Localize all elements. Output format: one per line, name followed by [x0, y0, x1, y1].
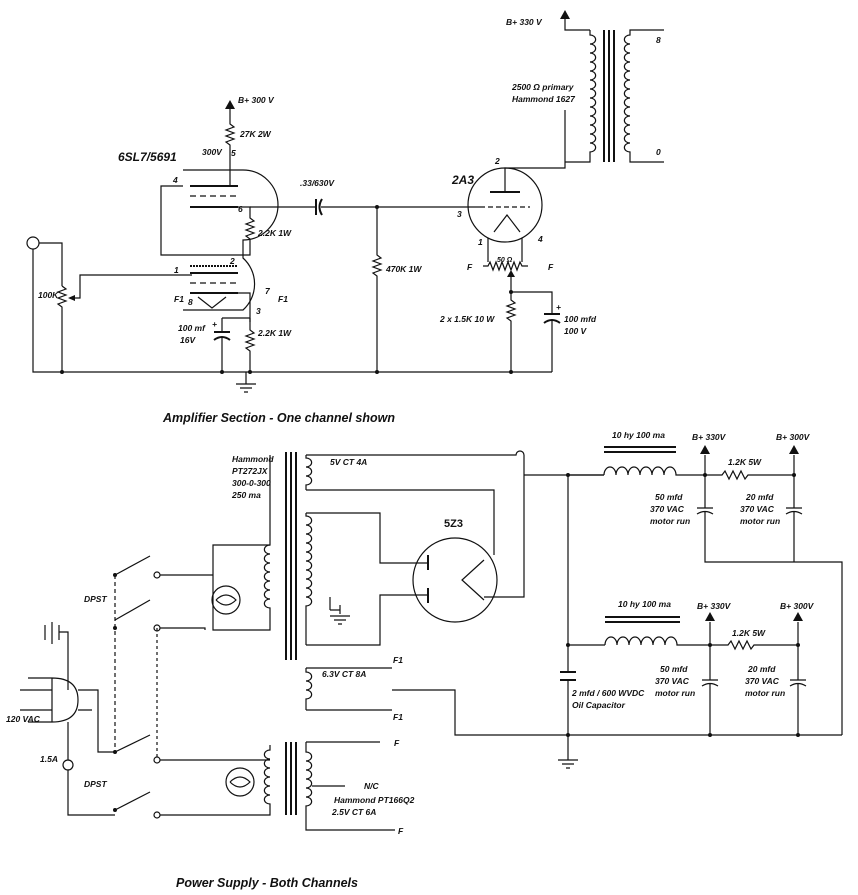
pin-6: 6 [238, 204, 243, 214]
oil-cap-label: 2 mfd / 600 WVDC [571, 688, 645, 698]
pilot-lamp-bot [225, 767, 255, 797]
f-right: F [548, 262, 554, 272]
pt2-winding: 2.5V CT 6A [331, 807, 376, 817]
output-transformer [565, 30, 597, 163]
otx-tap-8: 8 [656, 35, 661, 45]
choke-bot-label: 10 hy 100 ma [618, 599, 671, 609]
volume-pot [56, 285, 68, 372]
plus-sign: + [212, 319, 217, 329]
pilot-lamp-top [211, 585, 241, 615]
pt-current: 250 ma [231, 490, 261, 500]
c50b-2: 370 VAC [655, 676, 690, 686]
choke-top [603, 466, 705, 476]
choke-bot [604, 636, 710, 646]
ps-ground-1 [330, 605, 350, 625]
f1-left: F1 [174, 294, 184, 304]
plus-sign-out: + [556, 302, 561, 312]
pt-volts: 300-0-300 [232, 478, 271, 488]
output-pin-4: 4 [537, 234, 543, 244]
pin-4: 4 [172, 175, 178, 185]
output-pin-3: 3 [457, 209, 462, 219]
pt2-f-bot: F [398, 826, 404, 836]
f1-bot: F1 [393, 712, 403, 722]
fuse-label: 1.5A [40, 754, 58, 764]
dpst-bot: DPST [84, 779, 107, 789]
f1-right: F1 [278, 294, 288, 304]
mains-label: 120 VAC [6, 714, 41, 724]
dpst-top: DPST [84, 594, 107, 604]
output-pin-1: 1 [478, 237, 483, 247]
cathode-cap-label: 100 mf [178, 323, 206, 333]
ps-caption: Power Supply - Both Channels [176, 876, 358, 890]
r-top-label: 1.2K 5W [728, 457, 762, 467]
driver-300v-label: 300V [202, 147, 223, 157]
ps-ground-2 [558, 759, 578, 769]
oil-cap-label2: Oil Capacitor [572, 700, 626, 710]
fuse [67, 759, 74, 771]
pin-5: 5 [231, 148, 236, 158]
pin-2: 2 [229, 256, 235, 266]
mains-plug [28, 677, 79, 723]
volume-pot-label: 100K [38, 290, 59, 300]
c50a-3: motor run [650, 516, 690, 526]
pt2-f-top: F [394, 738, 400, 748]
output-tube-label: 2A3 [451, 173, 474, 187]
c20a-1: 20 mfd [745, 492, 774, 502]
amp-caption: Amplifier Section - One channel shown [162, 411, 395, 425]
ground-symbol [236, 372, 256, 393]
cathode-resistor-a-label: 2.2K 1W [257, 228, 292, 238]
pt-model: PT272JX [232, 466, 269, 476]
bplus-330-top: B+ 330V [692, 432, 727, 442]
driver-tube-label: 6SL7/5691 [118, 150, 177, 164]
c50b-1: 50 mfd [660, 664, 688, 674]
otx-tap-0: 0 [656, 147, 661, 157]
grid-resistor-label: 470K 1W [385, 264, 422, 274]
bplus-300-top: B+ 300V [776, 432, 811, 442]
input-jack [26, 236, 40, 250]
rectifier-label: 5Z3 [444, 518, 463, 530]
power-supply-section: Hammond PT272JX 300-0-300 250 ma 5V CT 4… [6, 430, 843, 890]
r-bot-label: 1.2K 5W [732, 628, 766, 638]
f1-top: F1 [393, 655, 403, 665]
f-left: F [467, 262, 473, 272]
c50a-2: 370 VAC [650, 504, 685, 514]
c20b-1: 20 mfd [747, 664, 776, 674]
cathode-resistor-b-label: 2.2K 1W [257, 328, 292, 338]
hum-pot-label: 50 Ω [497, 257, 513, 264]
pin-1: 1 [174, 265, 179, 275]
pin-8: 8 [188, 297, 193, 307]
pin-3: 3 [256, 306, 261, 316]
plate-resistor-label: 27K 2W [239, 129, 272, 139]
pt2-nc: N/C [364, 781, 380, 791]
amplifier-section: 100K B+ 300 V 27K 2W 6SL7/5691 300V 5 4 … [26, 10, 664, 425]
choke-top-label: 10 hy 100 ma [612, 430, 665, 440]
otx-model-label: Hammond 1627 [512, 94, 576, 104]
chassis-ground [44, 622, 69, 690]
bplus-driver-label: B+ 300 V [238, 95, 275, 105]
pt2-model: Hammond PT166Q2 [334, 795, 415, 805]
bplus-330-bot: B+ 330V [697, 601, 732, 611]
coupling-cap-label: .33/630V [300, 178, 335, 188]
pt-name: Hammond [232, 454, 274, 464]
c50b-3: motor run [655, 688, 695, 698]
cathode-cap-voltage: 16V [180, 335, 196, 345]
c20b-2: 370 VAC [745, 676, 780, 686]
c20a-3: motor run [740, 516, 780, 526]
pin-7: 7 [265, 286, 271, 296]
otx-primary-label: 2500 Ω primary [511, 82, 575, 92]
out-bypass-voltage: 100 V [564, 326, 588, 336]
out-bypass-label: 100 mfd [564, 314, 597, 324]
c20a-2: 370 VAC [740, 504, 775, 514]
bplus-output-label: B+ 330 V [506, 17, 543, 27]
c20b-3: motor run [745, 688, 785, 698]
bplus-300-bot: B+ 300V [780, 601, 815, 611]
winding-5v-label: 5V CT 4A [330, 457, 367, 467]
output-pin-2: 2 [494, 156, 500, 166]
out-cathode-resistor-label: 2 x 1.5K 10 W [439, 314, 495, 324]
winding-63-label: 6.3V CT 8A [322, 669, 366, 679]
driver-tube [183, 169, 279, 311]
c50a-1: 50 mfd [655, 492, 683, 502]
rectifier-tube [412, 537, 498, 623]
